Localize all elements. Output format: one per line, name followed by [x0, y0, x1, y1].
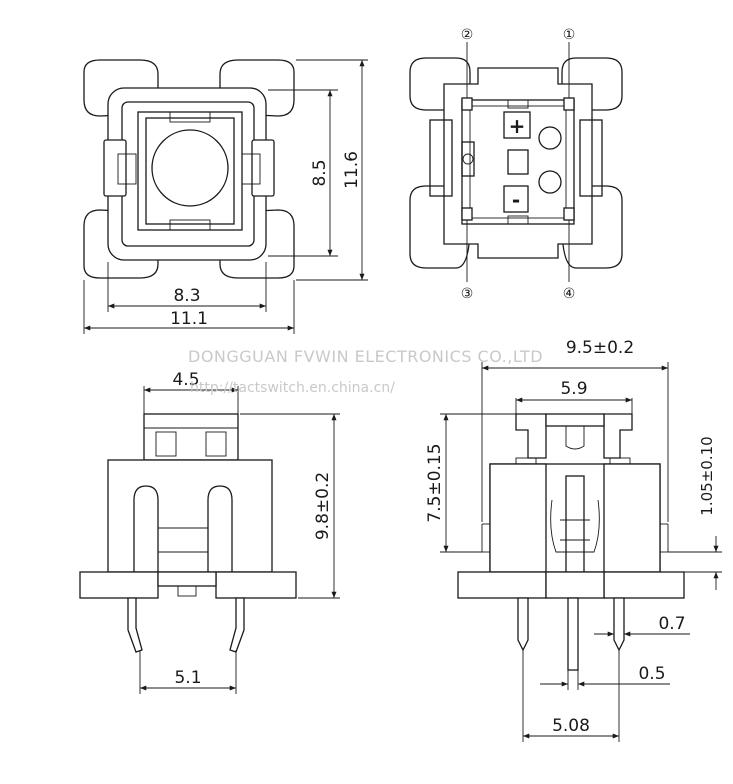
side-view-base-right — [603, 571, 685, 599]
dim-top-height-total: 11.6 — [342, 151, 362, 189]
top-view: 8.3 11.1 8.5 11.6 — [83, 59, 368, 334]
plus-symbol: + — [509, 114, 526, 138]
side-view: 9.5±0.2 5.9 7.5±0.15 1.05±0.10 0.7 0.5 5… — [425, 338, 722, 742]
dim-side-height: 7.5±0.15 — [425, 443, 445, 522]
bottom-view-minus-pad — [503, 185, 529, 213]
pin-pad-2 — [461, 97, 473, 111]
dim-side-cap-width: 5.9 — [560, 379, 587, 399]
side-view-cap-left — [515, 413, 547, 459]
side-view-cap-right — [603, 413, 633, 459]
side-view-pin-left — [517, 597, 529, 652]
side-view-center-contact — [565, 475, 585, 573]
front-view-actuator — [143, 413, 239, 461]
dim-side-center-pin: 0.5 — [638, 664, 665, 684]
dim-top-width-total: 11.1 — [170, 309, 208, 329]
dim-front-actuator-width: 4.5 — [172, 370, 199, 390]
side-view-base-left — [457, 571, 547, 599]
bottom-view-hole-1 — [538, 126, 562, 150]
dim-top-height-body: 8.5 — [310, 159, 330, 186]
pin-label-4: ④ — [563, 286, 576, 302]
front-view-body — [107, 459, 273, 573]
dim-side-pin-width: 0.7 — [658, 614, 685, 634]
front-view-pin-right — [229, 597, 245, 653]
front-view: 4.5 9.8±0.2 5.1 — [79, 370, 340, 694]
front-view-pin-left — [127, 597, 143, 653]
front-view-base-left — [79, 571, 159, 599]
dim-side-body-width: 9.5±0.2 — [566, 338, 634, 358]
dim-front-height: 9.8±0.2 — [313, 472, 333, 540]
dim-top-width-body: 8.3 — [173, 286, 200, 306]
minus-symbol: - — [512, 188, 520, 212]
bottom-view-plus-pad — [503, 111, 531, 139]
bottom-view: + - ② ① ③ ④ — [409, 27, 623, 302]
front-view-base-right — [215, 571, 297, 599]
dim-front-pin-spacing: 5.1 — [174, 668, 201, 688]
pin-pad-3 — [461, 207, 473, 221]
watermark-url: http://tactswitch.en.china.cn/ — [190, 380, 395, 396]
top-view-clip-left — [103, 139, 127, 197]
pin-pad-1 — [563, 97, 575, 111]
dim-side-pin-pitch: 5.08 — [552, 716, 590, 736]
top-view-actuator — [151, 129, 229, 207]
side-view-pin-center — [567, 597, 579, 671]
watermark-company: DONGGUAN FVWIN ELECTRONICS CO.,LTD — [188, 347, 543, 366]
bottom-view-center-pad — [507, 149, 529, 175]
dim-side-offset: 1.05±0.10 — [698, 436, 716, 515]
side-view-pin-right — [613, 597, 625, 652]
pin-label-1: ① — [563, 27, 576, 43]
pin-label-3: ③ — [461, 286, 474, 302]
pin-label-2: ② — [461, 27, 474, 43]
pin-pad-4 — [563, 207, 575, 221]
top-view-clip-right — [251, 139, 275, 197]
bottom-view-hole-2 — [538, 170, 562, 194]
